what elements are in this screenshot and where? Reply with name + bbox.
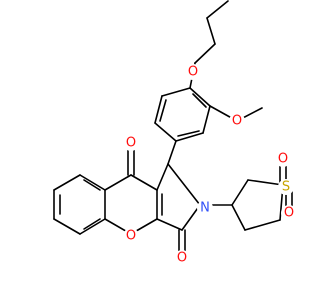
bond: [130, 174, 158, 191]
bond: [192, 93, 207, 108]
sulfone-sulfur-atom: S: [278, 179, 294, 195]
bond: [104, 174, 132, 191]
svg-text:O: O: [278, 152, 288, 167]
svg-text:S: S: [282, 180, 290, 195]
svg-text:N: N: [200, 201, 210, 216]
bond: [156, 218, 183, 231]
bond: [167, 163, 201, 206]
bond: [231, 179, 249, 206]
bond: [189, 87, 211, 107]
bond: [231, 204, 246, 231]
bond: [83, 179, 101, 191]
bond: [181, 204, 201, 231]
bond: [53, 174, 81, 191]
ketone-oxygen-atom: O: [123, 135, 139, 151]
bond: [154, 122, 177, 142]
propoxy-oxygen-atom: O: [185, 64, 201, 80]
bond: [156, 163, 169, 191]
lactam-oxygen-atom: O: [174, 250, 190, 266]
bond: [194, 43, 216, 64]
sulfone-oxygen-atom-bottom: O: [281, 205, 297, 221]
atom-labels: O O O N S O O O: [123, 64, 297, 266]
bond: [202, 105, 211, 134]
svg-text:O: O: [232, 114, 242, 129]
bond: [83, 218, 101, 230]
bond: [175, 132, 204, 142]
molecule-canvas: O O O N S O O O: [53, 0, 297, 266]
bond: [177, 130, 200, 137]
amide-nitrogen-atom: N: [197, 200, 213, 216]
bond: [206, 17, 216, 45]
bond: [161, 87, 191, 97]
bond: [79, 174, 106, 191]
svg-text:O: O: [188, 65, 198, 80]
svg-text:O: O: [126, 229, 136, 244]
ring-oxygen-atom: O: [123, 228, 139, 244]
sulfone-oxygen-atom-top: O: [275, 151, 291, 167]
methoxy-oxygen-atom: O: [229, 113, 245, 129]
bond: [167, 140, 177, 165]
bond: [247, 179, 284, 186]
bond: [159, 99, 167, 122]
bond: [53, 218, 81, 235]
svg-text:O: O: [126, 136, 136, 151]
bond: [154, 95, 163, 124]
bond: [244, 219, 281, 231]
bonds: [53, 0, 293, 252]
molecule-structure: O O O N S O O O: [53, 0, 297, 266]
bond: [206, 0, 229, 19]
svg-text:O: O: [284, 206, 294, 221]
svg-text:O: O: [177, 251, 187, 266]
bond: [79, 218, 106, 235]
